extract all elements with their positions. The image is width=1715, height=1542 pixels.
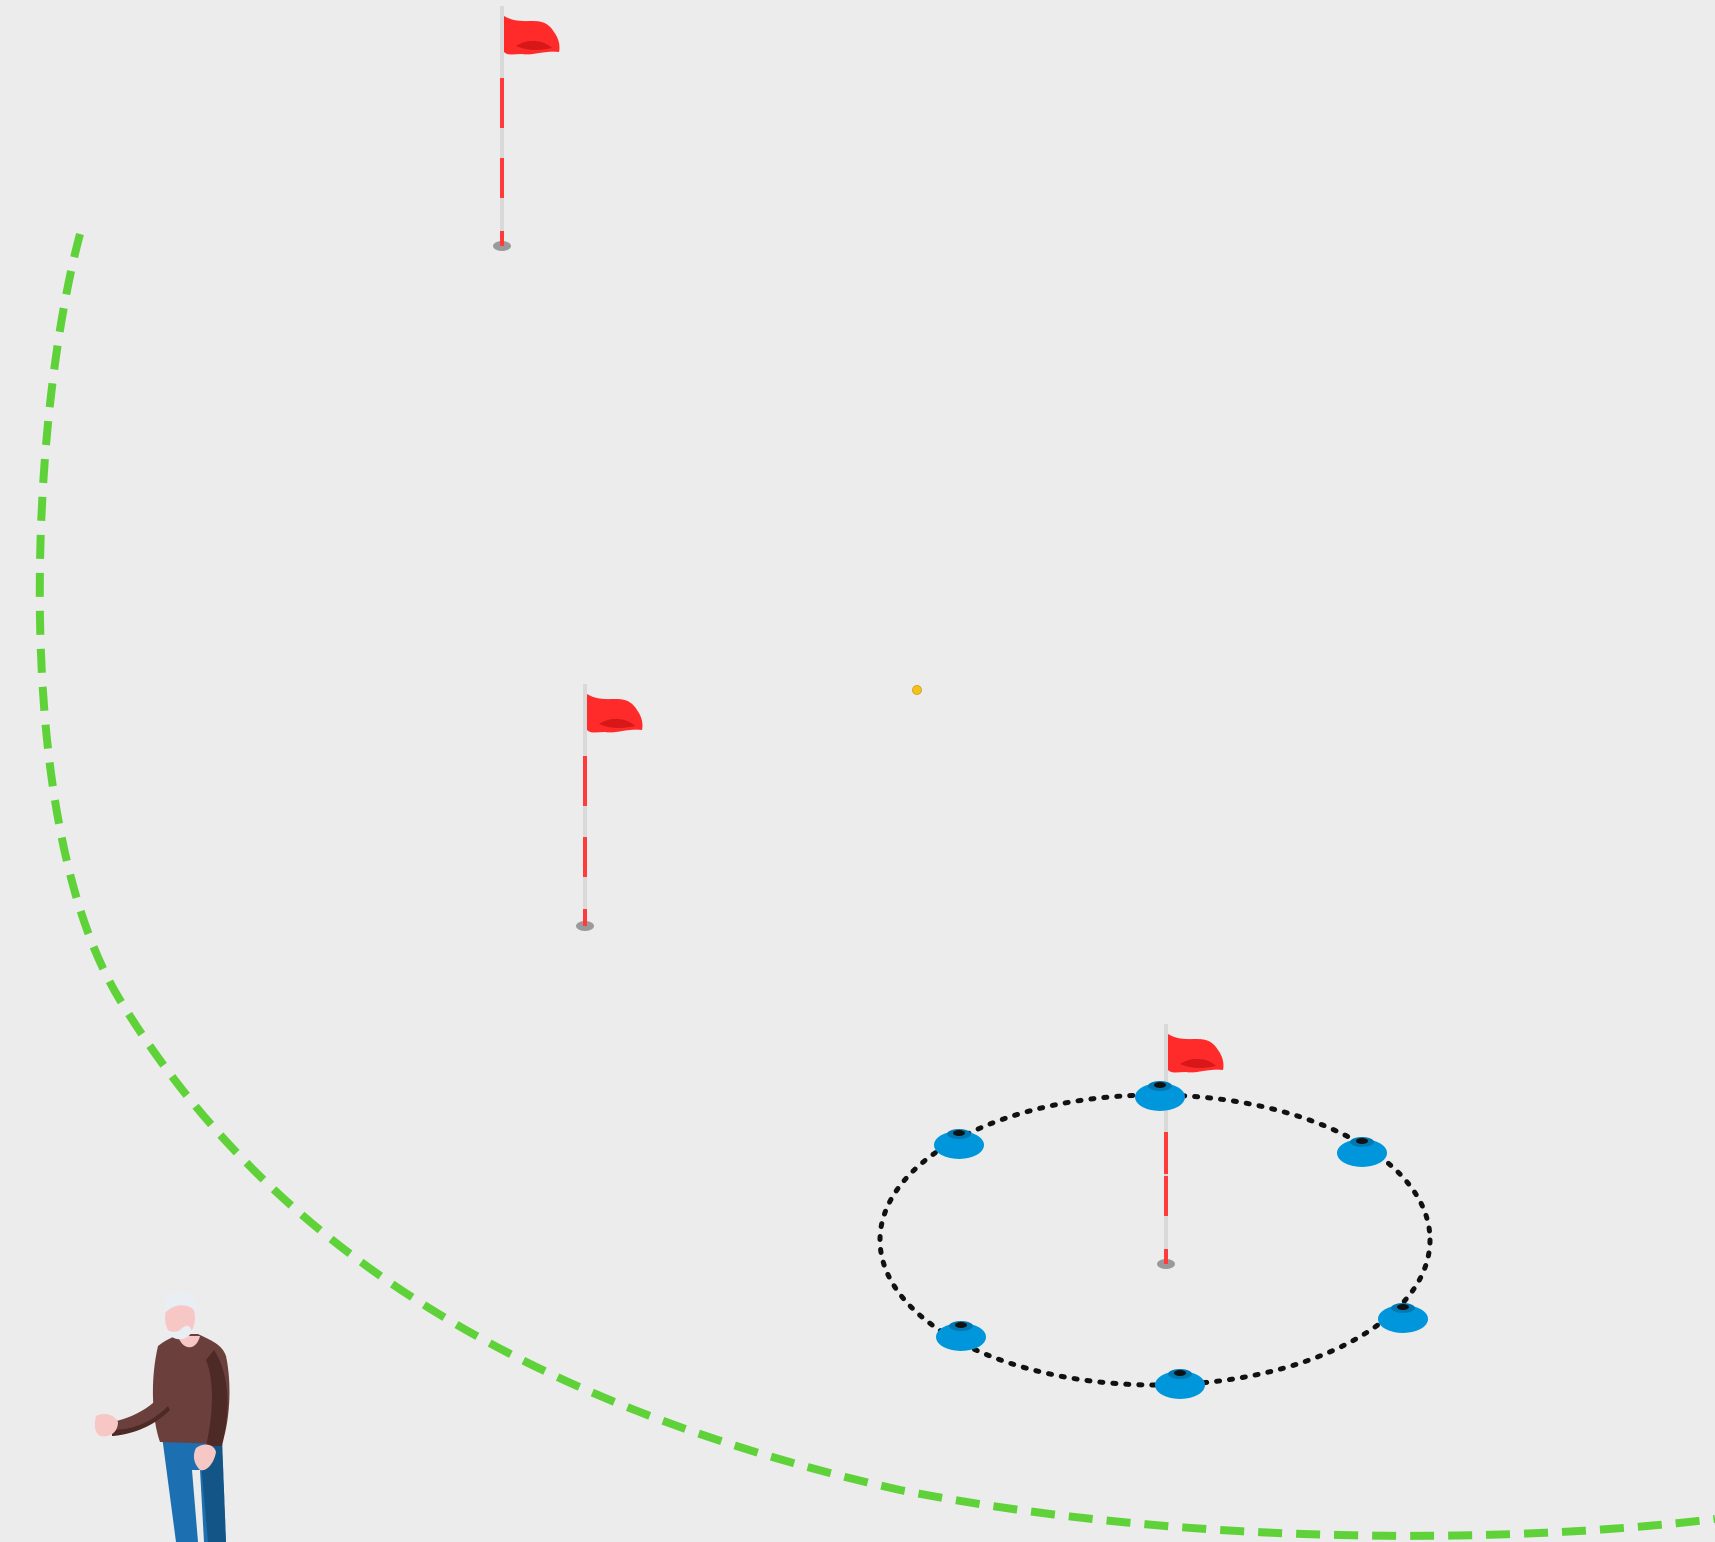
golf-flag-icon xyxy=(576,684,642,931)
pole-stripe xyxy=(500,158,504,198)
training-cone-icon xyxy=(1155,1369,1205,1399)
training-cone-icon xyxy=(1337,1137,1387,1167)
training-cone-icon xyxy=(1378,1303,1428,1333)
pole-stripe xyxy=(500,231,504,246)
golf-ball-icon xyxy=(913,686,922,695)
cone-group xyxy=(934,1081,1428,1399)
training-cone-icon xyxy=(934,1129,984,1159)
pole-stripe xyxy=(583,756,587,806)
pole-stripe xyxy=(583,909,587,926)
pole-stripe xyxy=(1164,1249,1168,1264)
pole-stripe xyxy=(583,837,587,877)
training-cone-icon xyxy=(1135,1081,1185,1111)
golfer-figure-icon xyxy=(95,1292,230,1542)
training-cone-icon xyxy=(936,1321,986,1351)
pole-stripe xyxy=(1164,1176,1168,1216)
pole-stripe xyxy=(1164,1132,1168,1174)
golf-flag-icon xyxy=(1157,1024,1223,1269)
golf-flag-icon xyxy=(493,6,559,251)
pole-stripe xyxy=(500,78,504,128)
green-boundary-arc xyxy=(40,234,1715,1536)
